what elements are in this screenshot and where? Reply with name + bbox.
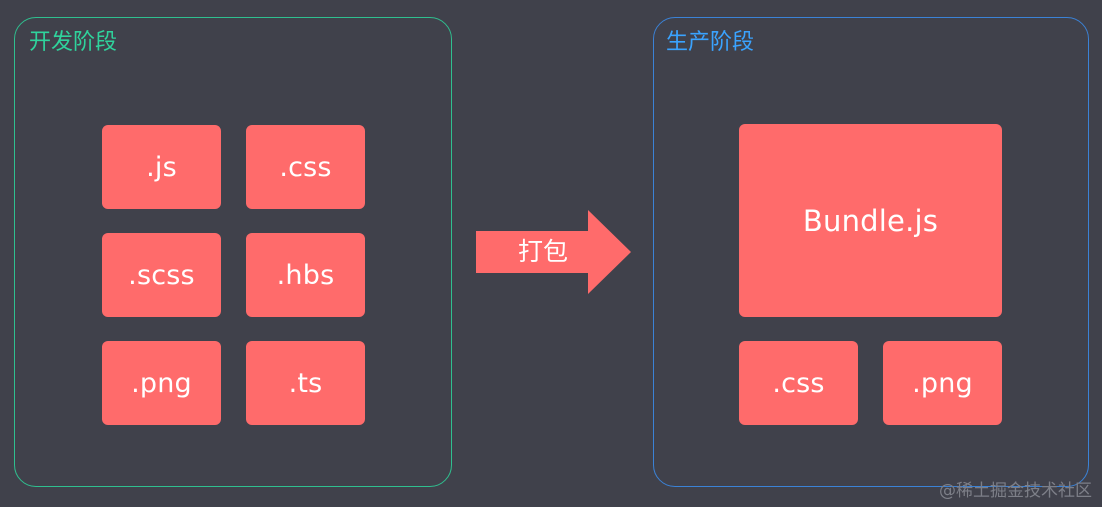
file-scss-tile: .scss — [102, 233, 221, 317]
file-ts-tile: .ts — [246, 341, 365, 425]
production-stage-title: 生产阶段 — [666, 30, 755, 55]
bundle-arrow-label: 打包 — [517, 237, 568, 266]
file-png-tile: .png — [102, 341, 221, 425]
output-png-tile: .png — [883, 341, 1002, 425]
file-css-tile: .css — [246, 125, 365, 209]
file-js-tile: .js — [102, 125, 221, 209]
bundle-arrow-icon — [476, 210, 631, 294]
file-hbs-tile: .hbs — [246, 233, 365, 317]
development-stage-panel: 开发阶段 — [14, 17, 452, 487]
development-stage-title: 开发阶段 — [29, 30, 118, 55]
bundle-js-tile: Bundle.js — [739, 124, 1002, 317]
production-stage-panel: 生产阶段 — [653, 17, 1089, 487]
watermark: @稀土掘金技术社区 — [939, 481, 1092, 501]
output-css-tile: .css — [739, 341, 858, 425]
